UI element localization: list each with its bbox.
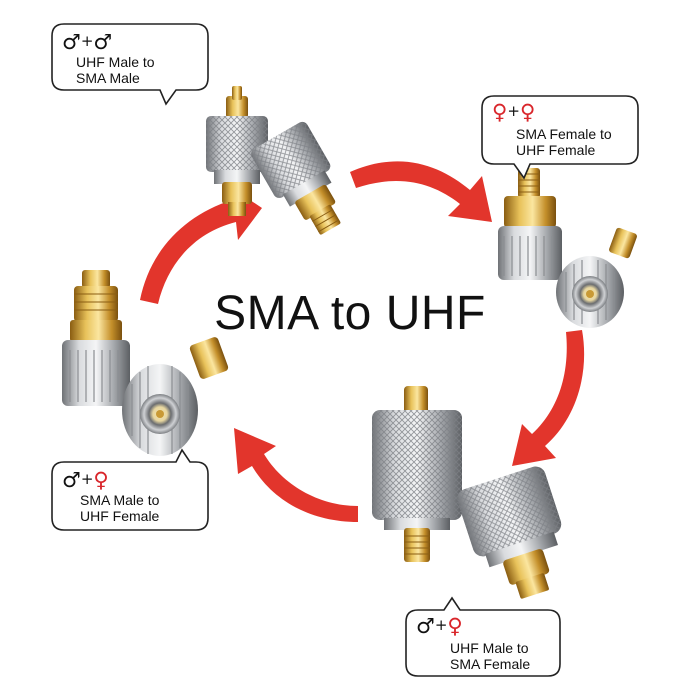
callout-line-2: SMA Female bbox=[450, 656, 531, 672]
adapter-right-upper bbox=[498, 168, 562, 280]
callout-uhf-male-to-sma-female: ♂+♀ UHF Male to SMA Female bbox=[406, 610, 560, 676]
male-symbol-icon: ♂ bbox=[62, 30, 81, 54]
callout-line-1: SMA Female to bbox=[516, 126, 612, 142]
male-symbol-icon: ♂ bbox=[416, 614, 435, 638]
adapter-top-right bbox=[251, 121, 341, 235]
gender-symbols: ♂+♂ bbox=[62, 30, 112, 53]
plus-sign: + bbox=[434, 616, 448, 634]
plus-sign: + bbox=[507, 102, 520, 120]
arrow-right-to-bottom bbox=[512, 330, 585, 466]
callout-line-2: UHF Female bbox=[516, 142, 596, 158]
gender-symbols: ♀+♀ bbox=[492, 100, 535, 123]
callout-line-2: SMA Male bbox=[76, 70, 140, 86]
adapter-left-upper bbox=[62, 270, 130, 406]
female-symbol-icon: ♀ bbox=[93, 468, 109, 492]
gender-symbols: ♂+♀ bbox=[416, 614, 463, 637]
bubble-top-left bbox=[51, 23, 209, 106]
male-symbol-icon: ♂ bbox=[62, 468, 81, 492]
callout-line-1: SMA Male to bbox=[80, 492, 160, 508]
callout-line-2: UHF Female bbox=[80, 508, 160, 524]
callout-uhf-male-to-sma-male: ♂+♂ UHF Male to SMA Male bbox=[52, 24, 208, 90]
arrow-top-to-right bbox=[350, 161, 492, 222]
adapter-top-left bbox=[206, 86, 268, 216]
female-symbol-icon: ♀ bbox=[492, 100, 508, 124]
headline: SMA to UHF bbox=[214, 287, 486, 340]
adapter-left-lower bbox=[122, 337, 229, 456]
callout-sma-female-to-uhf-female: ♀+♀ SMA Female to UHF Female bbox=[482, 96, 638, 164]
adapter-right-lower bbox=[556, 227, 637, 328]
male-symbol-icon: ♂ bbox=[93, 30, 113, 54]
callout-sma-male-to-uhf-female: ♂+♀ SMA Male to UHF Female bbox=[52, 462, 208, 530]
adapter-bottom-right bbox=[457, 466, 562, 599]
callout-line-1: UHF Male to bbox=[76, 54, 155, 70]
callout-line-1: UHF Male to bbox=[450, 640, 529, 656]
plus-sign: + bbox=[80, 470, 94, 488]
arrow-bottom-to-left bbox=[234, 428, 358, 522]
bubble-bottom-right bbox=[405, 596, 561, 677]
female-symbol-icon: ♀ bbox=[447, 614, 463, 638]
gender-symbols: ♂+♀ bbox=[62, 468, 109, 491]
plus-sign: + bbox=[80, 32, 94, 50]
bubble-bottom-left bbox=[51, 448, 209, 531]
callout-bubbles bbox=[51, 23, 639, 677]
adapter-bottom-left bbox=[372, 386, 462, 562]
bubble-top-right bbox=[481, 95, 639, 180]
female-symbol-icon: ♀ bbox=[519, 100, 536, 124]
